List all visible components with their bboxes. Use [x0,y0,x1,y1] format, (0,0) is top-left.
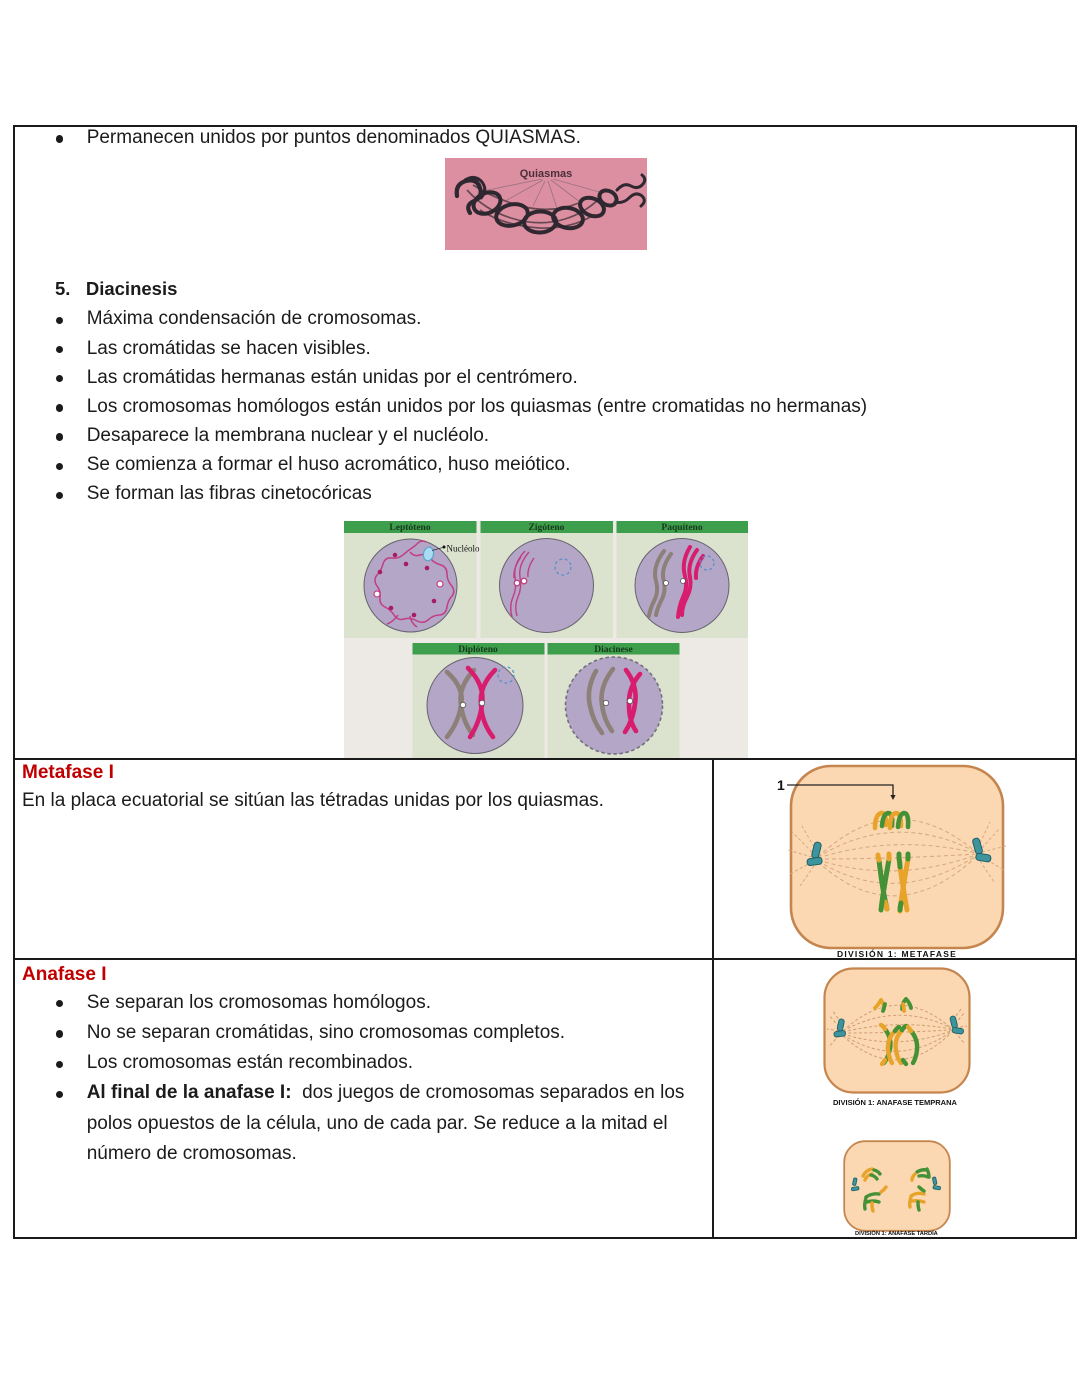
svg-text:Paquíteno: Paquíteno [661,523,702,533]
svg-text:Diplóteno: Diplóteno [458,645,498,655]
svg-text:Diacinese: Diacinese [594,645,633,655]
svg-text:1: 1 [777,777,785,793]
svg-text:Zigóteno: Zigóteno [529,523,565,533]
svg-text:Nucléolo: Nucléolo [447,544,480,554]
svg-text:Leptóteno: Leptóteno [389,523,430,533]
svg-text:Quiasmas: Quiasmas [520,168,573,180]
